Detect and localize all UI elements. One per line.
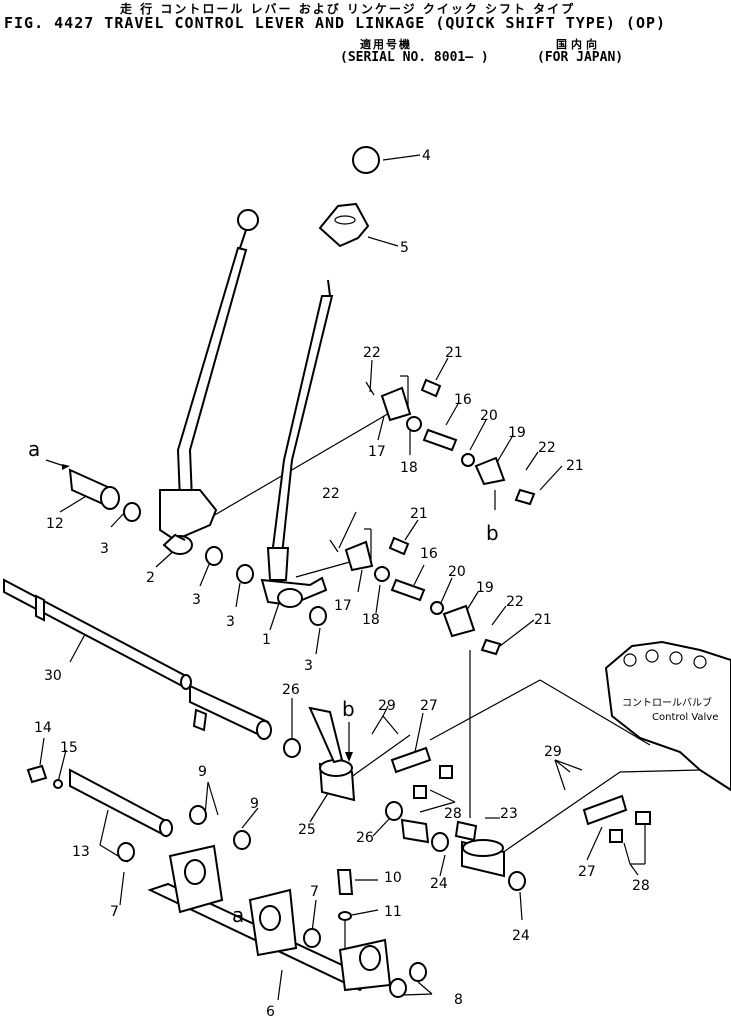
part-label-21: 21 [534,612,552,628]
part-label-27: 27 [420,698,438,714]
boot-cover [318,202,370,248]
part-label-30: 30 [44,668,62,684]
japanese-serial-label: 適用号機 [360,38,412,51]
bushings-3 [123,502,327,626]
japanese-market-label: 国内向 [556,38,601,51]
part-label-28: 28 [444,806,462,822]
part-label-17: 17 [368,444,386,460]
ref-b-arrow [345,752,353,762]
figure-title: FIG. 4427 TRAVEL CONTROL LEVER AND LINKA… [4,14,667,32]
ref-b-upper: b [486,521,499,545]
part-label-3: 3 [226,614,235,630]
serial-number-range: (SERIAL NO. 8001– ) [340,50,489,65]
part-label-10: 10 [384,870,402,886]
part-label-25: 25 [298,822,316,838]
part-label-3: 3 [192,592,201,608]
part-label-1: 1 [262,632,271,648]
part-label-21: 21 [445,345,463,361]
part-label-18: 18 [362,612,380,628]
leader-lines [39,154,701,1001]
part-label-9: 9 [250,796,259,812]
part-label-16: 16 [420,546,438,562]
part-label-3: 3 [100,541,109,557]
clamp-28 [400,818,430,844]
part-label-22: 22 [506,594,524,610]
market-label: (FOR JAPAN) [537,50,624,65]
ref-a-arrow [62,464,70,470]
part-label-28: 28 [632,878,650,894]
part-label-26: 26 [356,830,374,846]
ref-a-arrow-line [45,459,65,467]
part-label-3: 3 [304,658,313,674]
part-label-26: 26 [282,682,300,698]
part-label-6: 6 [266,1004,275,1019]
ref-b-lower: b [342,697,355,721]
linkage-lower [329,536,502,656]
part-label-21: 21 [566,458,584,474]
part-label-19: 19 [508,425,526,441]
part-label-20: 20 [448,564,466,580]
part-label-29: 29 [544,744,562,760]
shaft-30 [3,578,272,740]
knob-cap [352,146,380,174]
lever-25 [308,706,356,802]
lever-2 [159,209,259,555]
control-valve [604,640,731,792]
joint-27-upper [390,746,453,799]
lever-23 [431,820,526,891]
part-label-12: 12 [46,516,64,532]
part-label-27: 27 [578,864,596,880]
part-label-7: 7 [110,904,119,920]
part-label-2: 2 [146,570,155,586]
bolt-10-washer-11 [336,869,354,921]
part-label-19: 19 [476,580,494,596]
part-label-22: 22 [538,440,556,456]
part-label-24: 24 [512,928,530,944]
part-label-18: 18 [400,460,418,476]
part-label-23: 23 [500,806,518,822]
part-label-15: 15 [60,740,78,756]
part-label-4: 4 [422,148,431,164]
japanese-title: 走 行 コントロール レバー および リンケージ クイック シフト タイプ [120,2,576,16]
bushing-12 [68,468,120,510]
joint-27-lower [582,794,651,843]
part-label-22: 22 [363,345,381,361]
linkage-upper [365,378,536,506]
part-label-21: 21 [410,506,428,522]
shaft-13 [69,768,173,838]
part-label-14: 14 [34,720,52,736]
ref-a-lower: a [232,903,244,927]
bracket-6 [147,844,392,992]
part-label-22: 22 [322,486,340,502]
lever-1 [260,279,334,608]
part-label-29: 29 [378,698,396,714]
part-label-11: 11 [384,904,402,920]
control-valve-label: Control Valve [652,712,718,723]
part-label-24: 24 [430,876,448,892]
part-label-20: 20 [480,408,498,424]
part-label-16: 16 [454,392,472,408]
part-label-17: 17 [334,598,352,614]
bushings-7-8-9 [117,738,427,998]
ref-a-upper: a [28,437,40,461]
part-label-7: 7 [310,884,319,900]
part-label-5: 5 [400,240,409,256]
part-label-9: 9 [198,764,207,780]
part-label-13: 13 [72,844,90,860]
control-valve-jp-label: コントロールバルブ [622,696,712,709]
part-number-labels: 4 5 22 21 16 20 19 17 18 22 21 12 3 2 3 … [34,148,650,1019]
part-label-8: 8 [454,992,463,1008]
bolt-14-washer-15 [26,764,63,789]
